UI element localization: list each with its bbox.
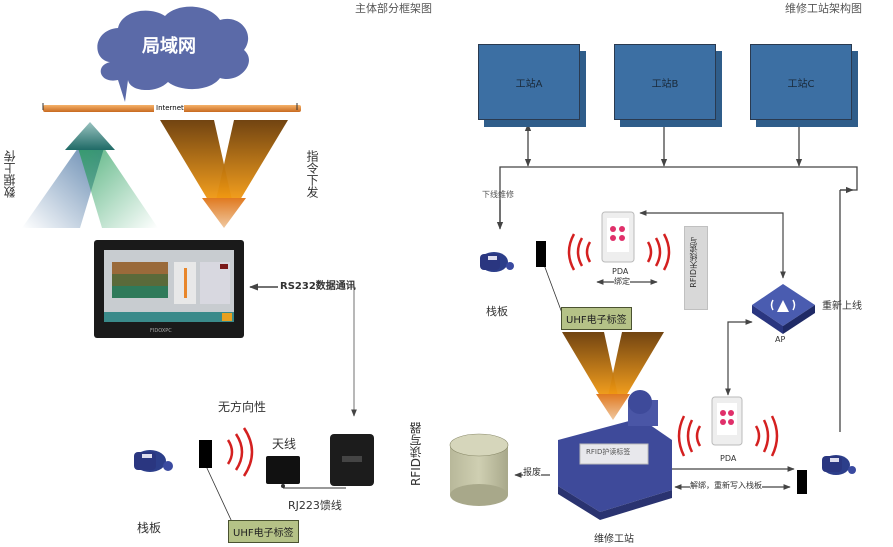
rfid-antenna-label: RFID天线读写 [689, 237, 698, 288]
station-c[interactable]: 工站C [750, 44, 852, 120]
unbind-label: 解绑，重新写入栈板 [690, 481, 762, 490]
board-tag-leader [542, 261, 563, 314]
command-down-label: 指令下发 [305, 150, 319, 198]
station-c-label: 工站C [787, 79, 815, 90]
data-upload-arrow [22, 122, 158, 228]
rs232-connector [249, 283, 357, 417]
pda-top-device [601, 211, 635, 263]
left-board-label: 栈板 [137, 521, 162, 535]
lan-cloud [97, 6, 249, 102]
ap-pda-link [725, 319, 753, 396]
repair-station-arch-title: 维修工站架构图 [785, 2, 862, 15]
internet-bus [42, 103, 301, 113]
lower-board-motor-icon [822, 455, 856, 475]
repair-station-label: 维修工站 [594, 534, 634, 545]
pda-top-label: PDA [612, 267, 629, 276]
right-board-label: 栈板 [486, 305, 508, 318]
offline-repair-label: 下线维修 [482, 190, 514, 199]
reonline-label: 重新上线 [822, 301, 862, 312]
station-b-label: 工站B [651, 79, 679, 90]
board-motor-icon [480, 252, 514, 272]
pda-bottom-label: PDA [720, 454, 737, 463]
scrap-label: 报废 [523, 468, 542, 478]
station-a[interactable]: 工站A [478, 44, 580, 120]
non-directional-label: 无方向性 [218, 400, 267, 414]
internet-label: Internet [156, 104, 184, 112]
left-uhf-tag-chip [199, 440, 212, 468]
pda-bottom-waves [677, 415, 779, 457]
data-upload-label: 数据上传 [3, 150, 17, 198]
scrap-bin-cylinder [449, 433, 509, 506]
rfid-antenna-box: RFID天线读写 [684, 226, 708, 310]
cable-label: RJ223馈线 [288, 499, 342, 512]
station-b[interactable]: 工站B [614, 44, 716, 120]
lower-uhf-tag-chip [797, 470, 807, 494]
pda-ap-link [639, 210, 784, 216]
right-uhf-tag-label: UHF电子标签 [561, 307, 632, 330]
antenna-device [266, 456, 300, 488]
antenna-label: 天线 [272, 437, 297, 451]
pda-bottom-device [711, 396, 743, 446]
right-uhf-tag-chip [536, 241, 546, 267]
main-framework-title: 主体部分框架图 [355, 2, 432, 15]
bind-label: 绑定 [614, 277, 630, 286]
left-uhf-tag-label: UHF电子标签 [228, 520, 299, 543]
repair-down-arrow [562, 332, 664, 420]
ap-label: AP [775, 335, 786, 344]
command-down-arrow [160, 120, 288, 228]
rfid-reader-box-label: RFID护读标签 [586, 448, 631, 456]
station-bus [499, 123, 858, 432]
pda-top-waves [567, 233, 671, 271]
left-rfid-waves [226, 427, 254, 477]
station-a-label: 工站A [515, 79, 543, 90]
left-tag-leader [205, 465, 233, 523]
rs232-label: RS232数据通讯 [280, 281, 356, 292]
hmi-touchscreen [94, 240, 244, 338]
lan-cloud-label: 局域网 [142, 36, 196, 57]
rfid-reader-label: RFID读写器 [409, 422, 423, 487]
ap-device [752, 284, 815, 334]
repair-station-machine [558, 390, 672, 520]
rfid-reader-device [330, 434, 374, 486]
left-motor-icon [134, 450, 173, 472]
hmi-brand-label: FIDOXPC [150, 328, 172, 334]
